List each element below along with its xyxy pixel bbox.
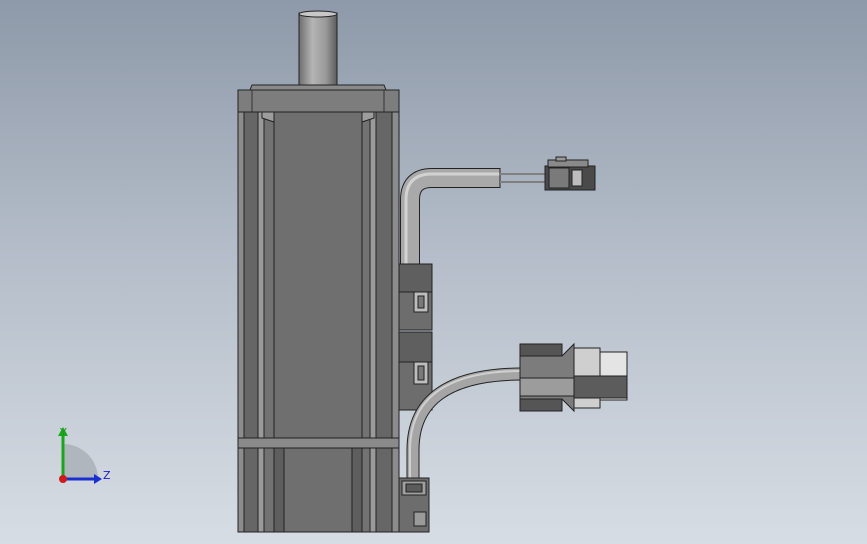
triad-plane-icon [63,444,98,479]
motor-body[interactable] [237,111,400,439]
encoder-connector[interactable] [398,477,430,533]
triad-z-label: Z [103,469,111,482]
power-cable[interactable] [406,367,521,478]
x-axis-icon [59,475,67,483]
brake-connector[interactable] [544,156,596,191]
encoder-housing[interactable] [237,437,400,533]
coordinate-triad: Y Z [58,426,111,484]
power-connector[interactable] [519,342,628,413]
triad-y-label: Y [59,426,67,439]
motor-shaft[interactable] [298,10,338,86]
motor-flange[interactable] [237,84,400,113]
brake-cable[interactable] [400,168,545,264]
brake-cable-gland[interactable] [398,263,433,331]
